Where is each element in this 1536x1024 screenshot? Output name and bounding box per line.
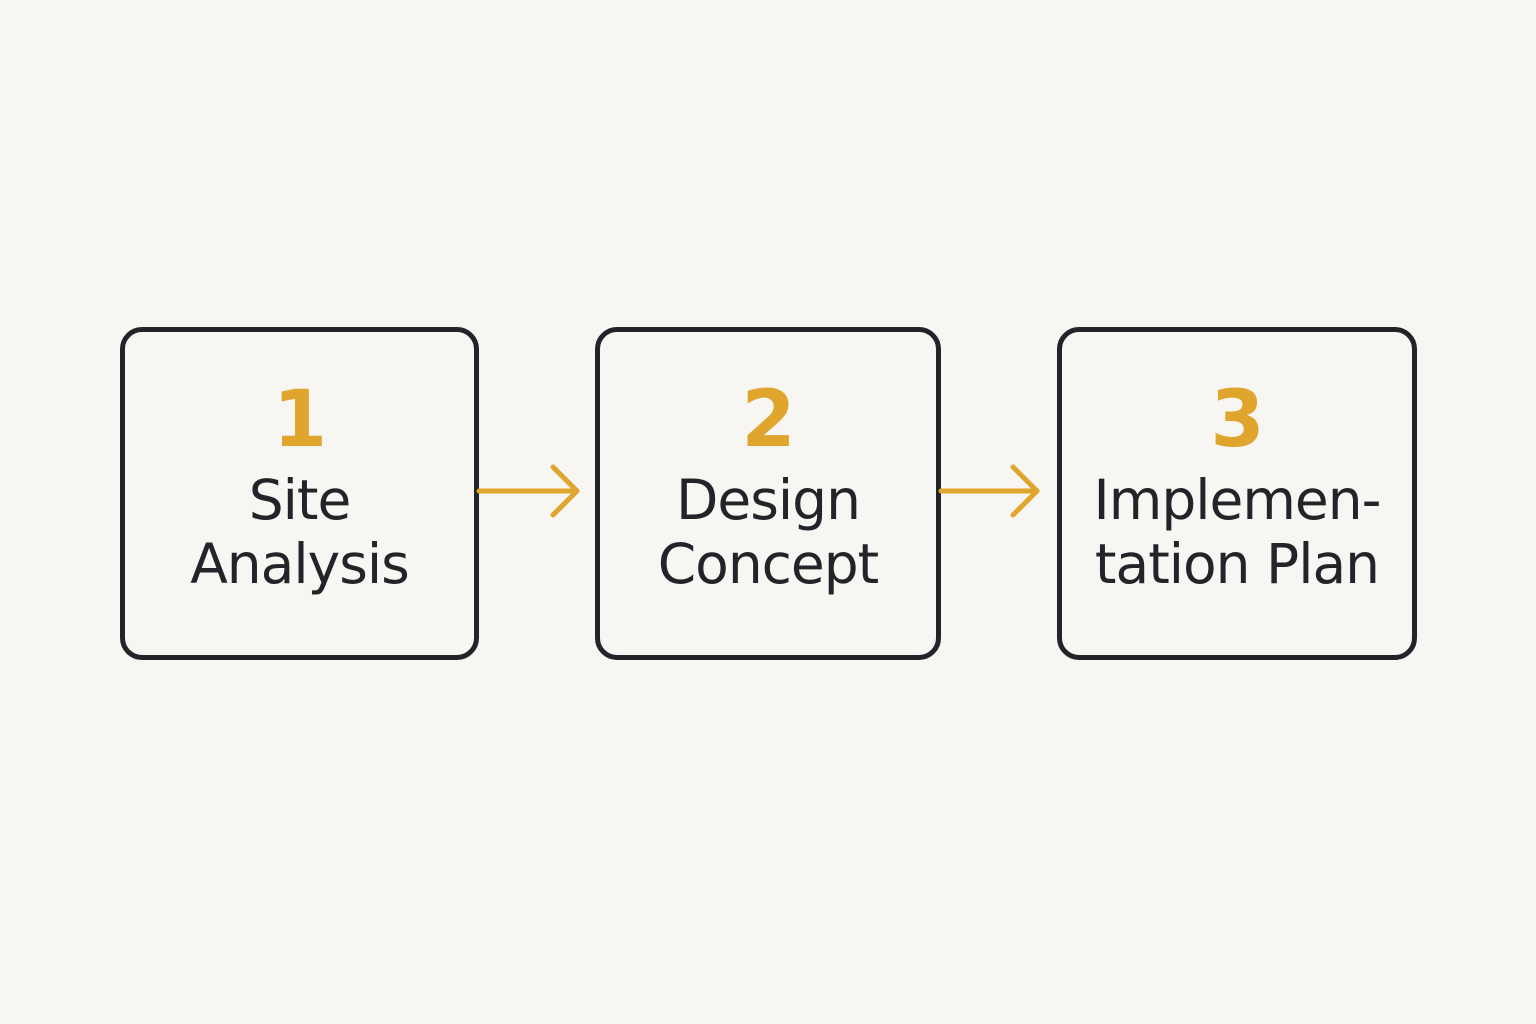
step-title-line: Analysis	[190, 532, 410, 596]
step-box-implementation-plan: 3 Implemen- tation Plan	[1057, 327, 1417, 660]
step-title: Design Concept	[657, 468, 879, 596]
step-title: Implemen- tation Plan	[1093, 468, 1382, 596]
step-number: 2	[741, 375, 795, 465]
step-title-line: Site	[248, 468, 352, 532]
step-box-site-analysis: 1 Site Analysis	[120, 327, 479, 660]
step-box-design-concept: 2 Design Concept	[595, 327, 941, 660]
step-title-line: tation Plan	[1094, 532, 1380, 596]
step-number: 3	[1210, 375, 1264, 465]
arrow-right-icon	[938, 464, 1040, 518]
step-number: 1	[272, 375, 327, 465]
step-title-line: Design	[676, 468, 861, 532]
step-title-line: Concept	[657, 532, 879, 596]
step-title: Site Analysis	[190, 468, 410, 596]
step-title-line: Implemen-	[1093, 468, 1382, 532]
arrow-right-icon	[476, 464, 580, 518]
